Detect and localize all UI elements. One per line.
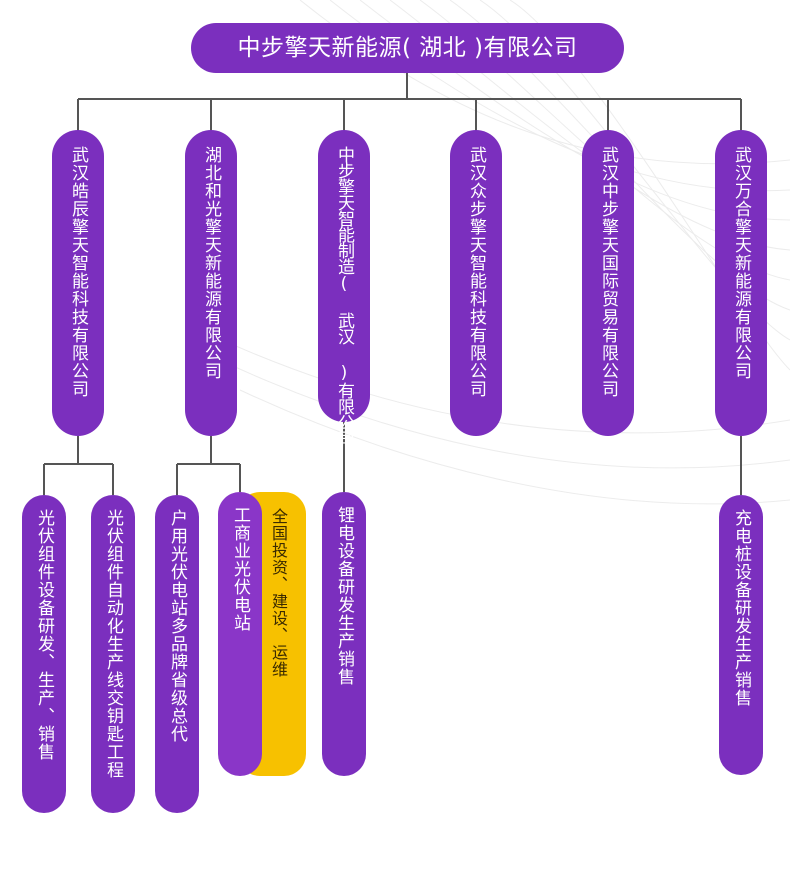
business-label: 工商业光伏电站 bbox=[230, 506, 250, 632]
company-wanhe: 武汉万合擎天新能源有限公司 bbox=[715, 130, 767, 436]
business-lithium-equipment: 锂电设备研发生产销售 bbox=[322, 492, 366, 776]
company-label: 中步擎天智能制造( 武汉 )有限公司 bbox=[334, 146, 354, 446]
company-label: 武汉万合擎天新能源有限公司 bbox=[731, 146, 751, 380]
business-label: 锂电设备研发生产销售 bbox=[334, 506, 354, 686]
business-pv-equipment: 光伏组件设备研发、生产、销售 bbox=[22, 495, 66, 813]
business-label: 光伏组件自动化生产线交钥匙工程 bbox=[103, 509, 123, 779]
business-commercial-pv: 工商业光伏电站 bbox=[218, 492, 262, 776]
root-company-box: 中步擎天新能源( 湖北 )有限公司 bbox=[191, 23, 624, 73]
company-zhongbu-tech: 武汉众步擎天智能科技有限公司 bbox=[450, 130, 502, 436]
root-company-label: 中步擎天新能源( 湖北 )有限公司 bbox=[237, 35, 578, 61]
company-haochen: 武汉皓辰擎天智能科技有限公司 bbox=[52, 130, 104, 436]
business-turnkey-line: 光伏组件自动化生产线交钥匙工程 bbox=[91, 495, 135, 813]
business-label: 光伏组件设备研发、生产、销售 bbox=[34, 509, 54, 761]
company-label: 湖北和光擎天新能源有限公司 bbox=[201, 146, 221, 380]
company-heguang: 湖北和光擎天新能源有限公司 bbox=[185, 130, 237, 436]
business-charging-pile: 充电桩设备研发生产销售 bbox=[719, 495, 763, 775]
investment-note-label: 全国投资、建设、运维 bbox=[269, 508, 288, 678]
company-label: 武汉皓辰擎天智能科技有限公司 bbox=[68, 146, 88, 398]
company-label: 武汉中步擎天国际贸易有限公司 bbox=[598, 146, 618, 398]
business-label: 充电桩设备研发生产销售 bbox=[731, 509, 751, 707]
company-label: 武汉众步擎天智能科技有限公司 bbox=[466, 146, 486, 398]
business-residential-pv: 户用光伏电站多品牌省级总代 bbox=[155, 495, 199, 813]
company-manufacturing-wuhan: 中步擎天智能制造( 武汉 )有限公司 bbox=[318, 130, 370, 446]
company-international-trade: 武汉中步擎天国际贸易有限公司 bbox=[582, 130, 634, 436]
business-label: 户用光伏电站多品牌省级总代 bbox=[167, 509, 187, 743]
